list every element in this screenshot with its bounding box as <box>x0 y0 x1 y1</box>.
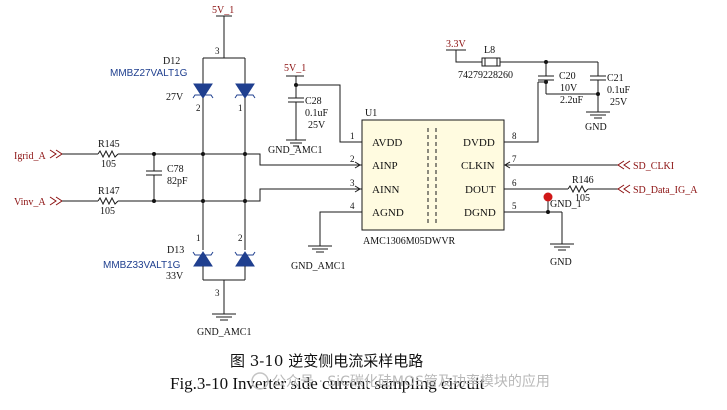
d12-tvs: 2 1 D12 MMBZ27VALT1G 27V <box>110 56 256 113</box>
net-igrid: Igrid_A <box>14 151 46 162</box>
r146-value: 105 <box>575 193 590 204</box>
dvdd-supply: 3.3V L8 74279228260 C20 10V 2.2uF C21 0.… <box>446 39 631 133</box>
c20-voltage: 10V <box>560 83 578 94</box>
l8-part: 74279228260 <box>458 70 513 81</box>
d12-ref: D12 <box>163 56 180 67</box>
diode-pin-top: 3 <box>215 46 220 56</box>
ic-ref: U1 <box>365 108 377 119</box>
ic-pin-2: 2 <box>350 154 355 164</box>
pin-ainp: AINP <box>372 160 398 172</box>
gnd-amc-mid: GND_AMC1 <box>291 261 345 272</box>
watermark: 公众号 · SiC碳化硅MOS管及功率模块的应用 <box>251 372 550 390</box>
ic-pin-4: 4 <box>350 201 355 211</box>
r147-ref: R147 <box>98 186 120 197</box>
c78-ref: C78 <box>167 164 184 175</box>
pin-dvdd: DVDD <box>463 137 495 149</box>
c21-value: 0.1uF <box>607 85 631 96</box>
watermark-text: 公众号 · SiC碳化硅MOS管及功率模块的应用 <box>272 373 550 390</box>
diode-pin-bottom: 3 <box>215 288 220 298</box>
c28-ref: C28 <box>305 96 322 107</box>
ic-pin-3: 3 <box>350 178 355 188</box>
vcc5-mid-label: 5V_1 <box>284 63 306 74</box>
avdd-supply: 5V_1 1 C28 0.1uF 25V GND_AMC1 <box>268 63 362 156</box>
tvs-diode-icon <box>193 83 213 99</box>
r145-value: 105 <box>101 159 116 170</box>
ic-part: AMC1306M05DWVR <box>363 236 456 247</box>
input-vinv: Vinv_A R147 105 <box>14 186 203 217</box>
pin-dgnd: DGND <box>464 207 496 219</box>
pin-agnd: AGND <box>372 207 404 219</box>
d13-pin-right: 2 <box>238 233 243 243</box>
d12-pin-right: 1 <box>238 103 243 113</box>
gnd-amc-bottom: GND_AMC1 <box>197 327 251 338</box>
c78: C78 82pF <box>146 152 188 203</box>
test-point-icon <box>543 192 553 202</box>
gnd-amc-top: GND_AMC1 <box>268 145 322 156</box>
pin-clkin: CLKIN <box>461 160 495 172</box>
d13-ref: D13 <box>167 245 184 256</box>
d13-voltage: 33V <box>166 271 184 282</box>
bottom-gnd: 3 GND_AMC1 <box>197 266 251 338</box>
r147-value: 105 <box>100 206 115 217</box>
output-clk: SD_CLKI <box>617 160 674 172</box>
d12-voltage: 27V <box>166 92 184 103</box>
ic-pin-8: 8 <box>512 131 517 141</box>
top-supply: 5V_1 3 <box>202 5 246 110</box>
agnd: 4 GND_AMC1 <box>291 201 362 272</box>
output-data: SD_Data_IG_A <box>617 184 698 196</box>
r145-ref: R145 <box>98 139 120 150</box>
pin-dout: DOUT <box>465 184 496 196</box>
pin-ainn: AINN <box>372 184 400 196</box>
vcc33-label: 3.3V <box>446 39 467 50</box>
tvs-diode-icon <box>235 83 255 99</box>
c28-voltage: 25V <box>308 120 326 131</box>
r146-ref: R146 <box>572 175 594 186</box>
d13-part: MMBZ33VALT1G <box>103 260 181 271</box>
gnd-probe-label: GND_1 <box>550 199 582 210</box>
dgnd: 5 GND_1 GND <box>504 192 582 268</box>
tvs-diode-icon <box>235 251 255 267</box>
d12-part: MMBZ27VALT1G <box>110 68 188 79</box>
gnd-digital-right: GND <box>585 122 607 133</box>
gnd-digital: GND <box>550 257 572 268</box>
ic-pin-7: 7 <box>512 154 517 164</box>
ic-u1: U1 AVDD AINP AINN AGND DVDD CLKIN DOUT D… <box>361 108 505 247</box>
c78-value: 82pF <box>167 176 188 187</box>
net-sd-clk: SD_CLKI <box>633 161 674 172</box>
l8-ref: L8 <box>484 45 495 56</box>
d13-pin-left: 1 <box>196 233 201 243</box>
ic-pin-5: 5 <box>512 201 517 211</box>
c21-voltage: 25V <box>610 97 628 108</box>
c20-value: 2.2uF <box>560 95 584 106</box>
d12-pin-left: 2 <box>196 103 201 113</box>
vcc5-top-label: 5V_1 <box>212 5 234 16</box>
ic-pin-6: 6 <box>512 178 517 188</box>
d13-tvs: 1 2 D13 MMBZ33VALT1G 33V <box>103 233 256 282</box>
tvs-diode-icon <box>193 251 213 267</box>
caption-en: Fig.3-10 Inverter side current sampling … <box>170 374 485 393</box>
c28-value: 0.1uF <box>305 108 329 119</box>
c20-ref: C20 <box>559 71 576 82</box>
ic-pin-1: 1 <box>350 131 355 141</box>
net-vinv: Vinv_A <box>14 197 46 208</box>
pin-avdd: AVDD <box>372 137 402 149</box>
input-igrid: Igrid_A R145 105 <box>14 139 203 170</box>
c21-ref: C21 <box>607 73 624 84</box>
net-sd-data: SD_Data_IG_A <box>633 185 698 196</box>
wechat-icon <box>251 372 269 390</box>
caption-cn: 图 3-10 逆变侧电流采样电路 <box>230 352 423 370</box>
